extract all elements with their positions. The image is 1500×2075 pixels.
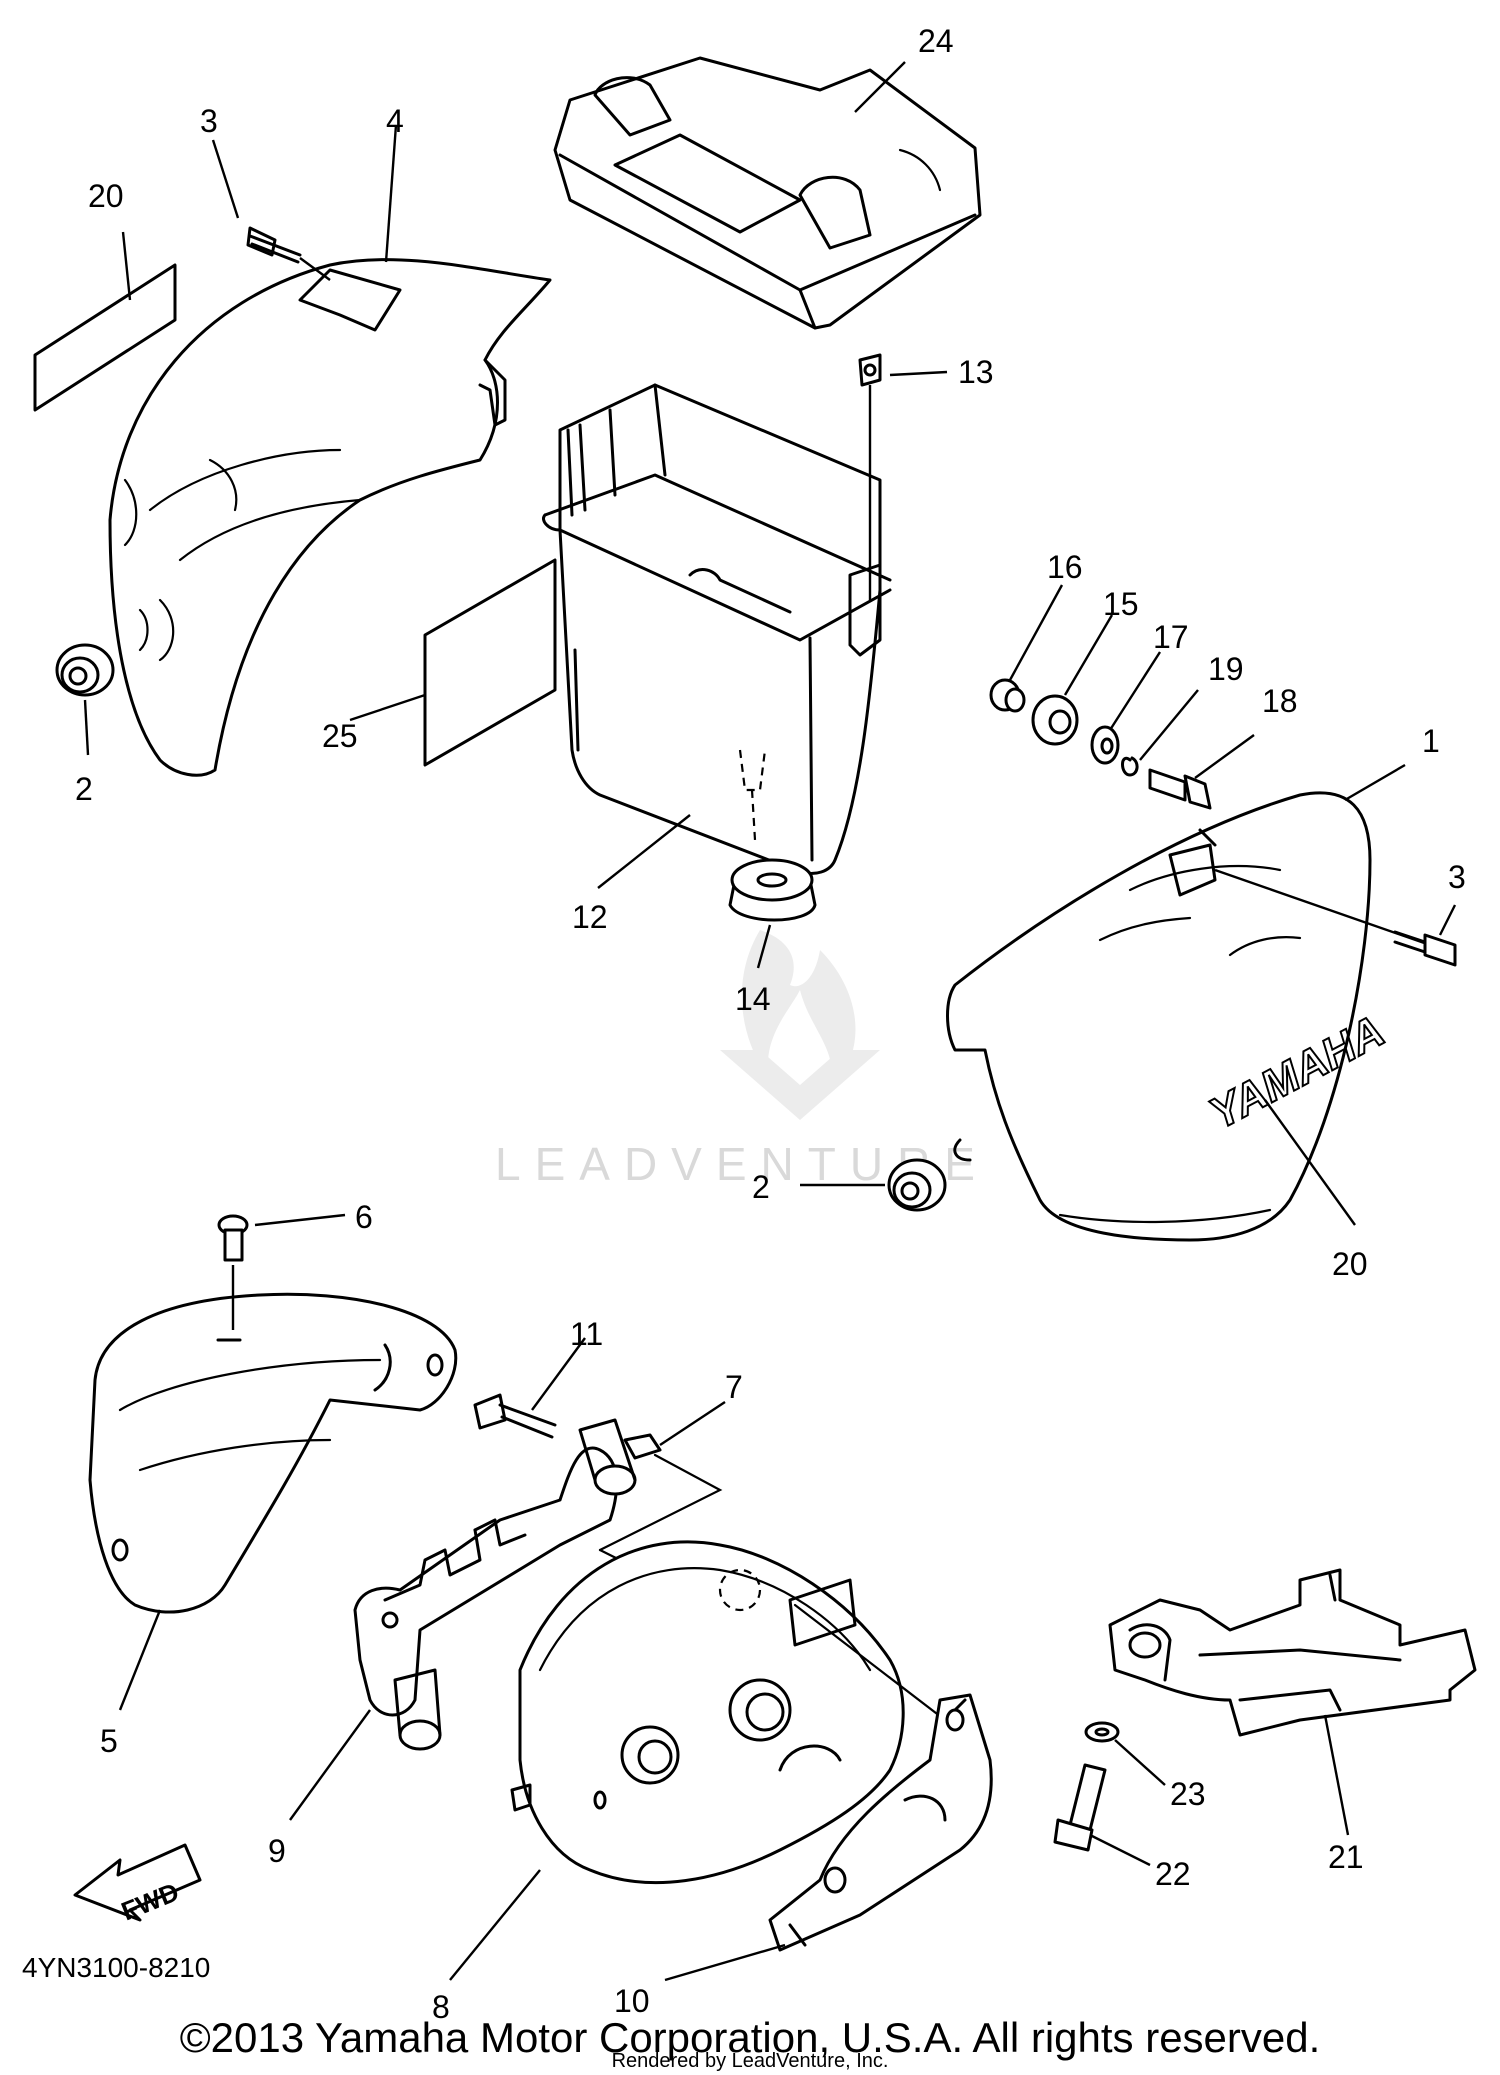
callout-12: 12 [572,899,608,935]
callout-3: 3 [200,103,218,139]
part-12-battery-box [542,383,892,875]
part-6-screw [217,1214,249,1330]
callout-9: 9 [268,1833,286,1869]
part-19-spring-washer [1121,756,1139,777]
callout-14: 14 [735,981,771,1017]
part-11-bolt [473,1393,557,1439]
part-3-bolt-right [1214,868,1457,967]
part-2-grommet-right [887,1158,947,1212]
part-15-grommet [1031,694,1079,746]
callout-20: 20 [1332,1246,1368,1282]
part-22-bolt [1053,1763,1107,1852]
callout-11: 11 [570,1316,603,1352]
copyright-notice: ©2013 Yamaha Motor Corporation, U.S.A. A… [179,2014,1321,2061]
callout-18: 18 [1262,683,1298,719]
rendered-by-notice: Rendered by LeadVenture, Inc. [611,2050,889,2072]
callout-7: 7 [725,1369,743,1405]
part-8-tool-box [510,1540,947,1885]
callout-4: 4 [386,103,404,139]
callout-8: 8 [432,1989,450,2025]
callout-1: 1 [1422,723,1440,759]
callout-6: 6 [355,1199,373,1235]
callout-2: 2 [752,1169,770,1205]
callout-15: 15 [1103,586,1139,622]
part-13-clip [858,353,882,600]
part-21-bracket [1108,1568,1477,1737]
callout-labels: 24 3 4 20 13 16 15 17 19 18 1 3 2 25 12 … [75,23,1466,2025]
part-23-washer [1084,1721,1120,1743]
callout-23: 23 [1170,1776,1206,1812]
callout-21: 21 [1328,1839,1364,1875]
watermark: LEADVENTURE [495,930,975,1190]
callout-10: 10 [614,1983,650,2019]
callout-3: 3 [1448,859,1466,895]
leader-lines [83,61,1457,1982]
callout-5: 5 [100,1723,118,1759]
callout-13: 13 [958,354,994,390]
part-14-grommet [728,858,817,922]
callout-2: 2 [75,771,93,807]
callout-19: 19 [1208,651,1244,687]
callout-22: 22 [1155,1856,1191,1892]
part-5-lower-left-cover [88,1292,458,1614]
part-25-sheet [423,558,557,767]
callout-24: 24 [918,23,954,59]
part-16-collar [989,678,1026,713]
callout-17: 17 [1153,619,1189,655]
part-3-bolt-left [246,226,331,281]
callout-20: 20 [88,178,124,214]
part-17-washer [1090,725,1120,765]
part-9-bracket [353,1418,637,1751]
part-24-battery-cover [553,56,982,330]
callout-25: 25 [322,718,358,754]
callout-16: 16 [1047,549,1083,585]
fwd-arrow: FWD [73,1843,202,1926]
part-1-right-cover: YAMAHA [946,791,1393,1242]
part-2-grommet-left [55,643,115,697]
part-10-bracket [768,1693,993,1952]
drawing-code: 4YN3100-8210 [22,1952,211,1983]
part-18-bolt [1148,768,1212,810]
